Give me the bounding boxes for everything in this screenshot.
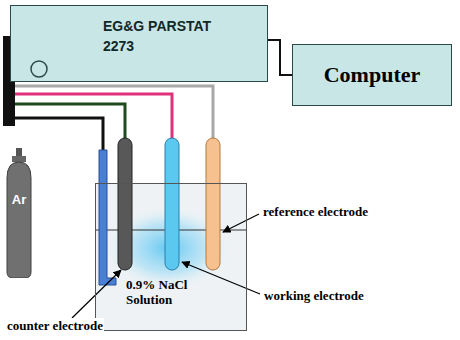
beaker-box: 0.9% NaCl Solution	[95, 183, 247, 331]
gas-cylinder	[4, 148, 34, 278]
computer-box: Computer	[292, 44, 452, 106]
callout-label: working electrode	[263, 288, 365, 304]
gas-label: Ar	[12, 192, 26, 208]
reference-electrode	[206, 138, 220, 270]
counter-electrode	[118, 138, 132, 270]
knob-circle	[31, 61, 47, 77]
power-knob	[27, 57, 51, 81]
valve-cap	[12, 156, 26, 162]
potentiostat-box: EG&G PARSTAT 2273	[10, 5, 268, 82]
gas-tube	[99, 150, 116, 285]
callout-label: reference electrode	[262, 204, 369, 220]
device-label: Computer	[324, 62, 421, 88]
solution-label: 0.9% NaCl Solution	[126, 277, 206, 307]
leader-line	[72, 270, 121, 318]
device-label: EG&G PARSTAT 2273	[103, 16, 243, 56]
counter-wire	[15, 104, 125, 140]
leader-line	[182, 262, 260, 294]
cable-connector	[268, 40, 292, 75]
working-electrode	[165, 138, 179, 270]
gas-line	[15, 118, 103, 150]
reference-wire	[15, 86, 213, 140]
leader-line	[223, 214, 259, 232]
cylinder-body	[7, 162, 31, 278]
callout-label: counter electrode	[6, 318, 104, 334]
cylinder-box: Ar	[4, 148, 34, 278]
